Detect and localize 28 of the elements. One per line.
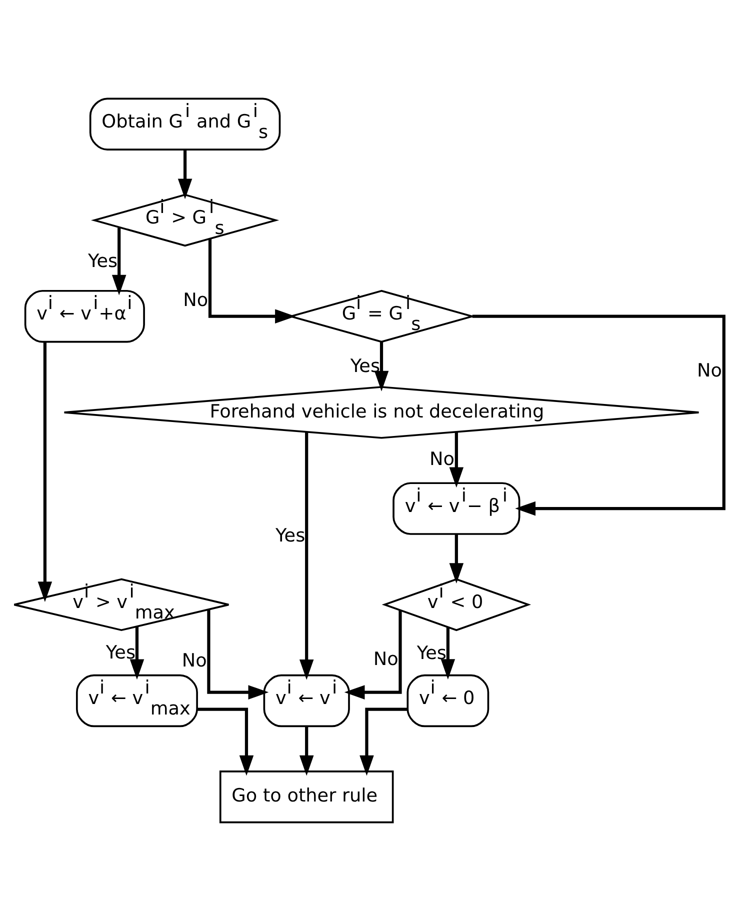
- node-box: Go to other rule: [219, 770, 394, 824]
- edge-label: Yes: [416, 642, 446, 664]
- arrow: [449, 534, 464, 584]
- arrow: [207, 610, 269, 700]
- arrow: [178, 150, 192, 200]
- arrow: [299, 726, 314, 776]
- edge-label: No: [373, 648, 398, 670]
- arrow: [440, 627, 456, 680]
- arrow: [360, 708, 408, 776]
- arrow: [198, 708, 254, 776]
- edge-label: No: [697, 360, 722, 382]
- arrow: [38, 342, 52, 602]
- arrow: [472, 314, 726, 516]
- edge-label: No: [430, 449, 455, 470]
- node-diamond: Forehand vehicle is not decelerating: [63, 386, 700, 439]
- edge-label: No: [183, 290, 208, 311]
- arrow: [208, 238, 296, 324]
- edge-label: No: [182, 650, 207, 672]
- edge-label: Yes: [88, 250, 118, 272]
- arrow: [299, 432, 314, 680]
- arrow: [344, 610, 402, 700]
- edge-label: Yes: [350, 356, 380, 377]
- edge-label: Yes: [276, 526, 306, 547]
- edge-label: Yes: [106, 642, 136, 664]
- arrow: [112, 228, 126, 296]
- arrow: [374, 342, 389, 392]
- arrow: [449, 432, 464, 488]
- arrow: [130, 626, 144, 680]
